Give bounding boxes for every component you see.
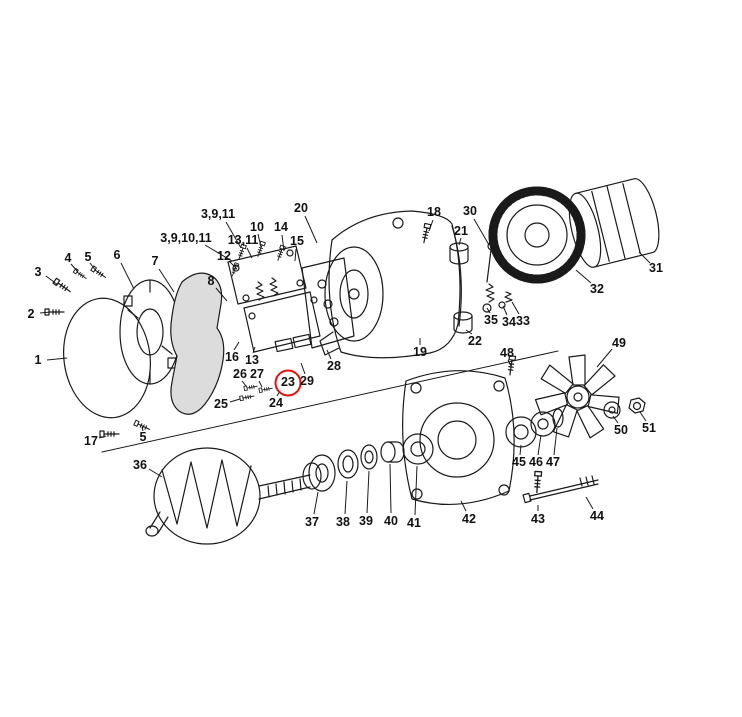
- part-long-bolt: [522, 475, 599, 504]
- part-screw-4: [72, 267, 88, 281]
- part-screw-17: [99, 430, 120, 438]
- part-end-cover: [63, 297, 151, 419]
- part-fan: [534, 354, 622, 440]
- part-screw-43: [532, 470, 543, 494]
- part-screw-3: [52, 277, 73, 295]
- axis-line: [101, 350, 559, 453]
- part-bearing-set: [505, 408, 564, 448]
- part-rotor: [145, 447, 311, 545]
- part-shaft-washers: [302, 433, 434, 492]
- part-stator-ring: [488, 186, 586, 284]
- part-regulator: [227, 240, 321, 402]
- part-spacers: [449, 242, 473, 334]
- parts-drawing: [44, 178, 660, 545]
- leader-lines: [39, 215, 651, 516]
- part-washer-nut: [603, 397, 646, 419]
- part-rear-housing: [319, 210, 462, 359]
- part-core-cylinder: [568, 178, 660, 268]
- part-gasket: [170, 272, 225, 415]
- part-brush-springs: [482, 241, 513, 313]
- part-front-housing: [402, 370, 515, 506]
